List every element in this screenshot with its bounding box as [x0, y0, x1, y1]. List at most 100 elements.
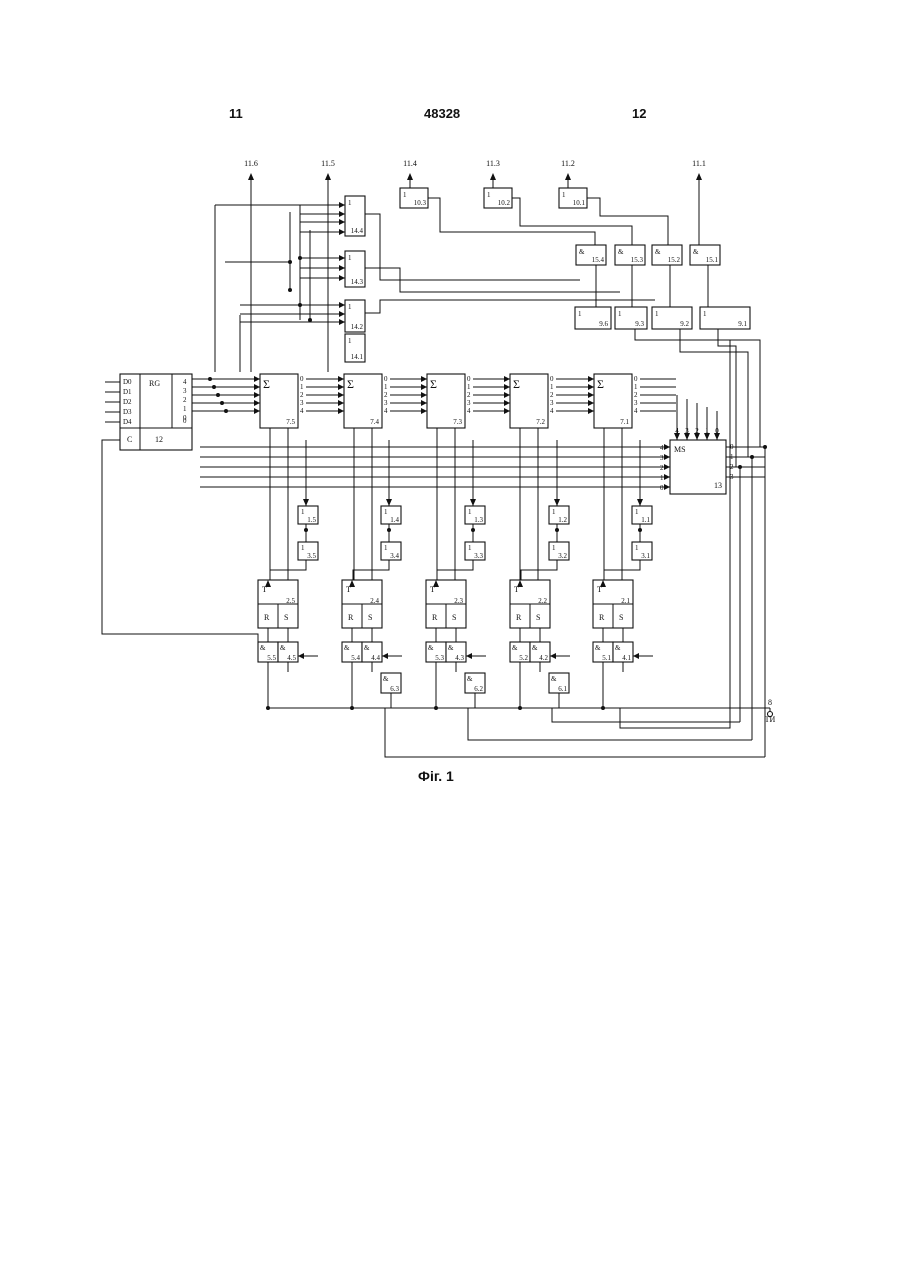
- arrow-head: [339, 211, 345, 217]
- arrow-head: [407, 173, 413, 180]
- and-symbol: &: [260, 644, 266, 652]
- and-symbol: &: [693, 248, 699, 256]
- register-clock-label: C: [127, 435, 132, 444]
- adder-pin-4: 4: [634, 407, 638, 415]
- adder-pin-2: 2: [384, 391, 388, 399]
- arrow-head: [338, 408, 344, 414]
- adder-symbol: Σ: [263, 377, 270, 391]
- arrow-head: [504, 392, 510, 398]
- arrow-head: [421, 392, 427, 398]
- and-symbol: &: [467, 675, 473, 683]
- or-symbol: 1: [348, 337, 352, 345]
- junction-dot: [298, 303, 302, 307]
- adder-pin-4: 4: [300, 407, 304, 415]
- block-label-3.1: 3.1: [641, 552, 650, 560]
- junction-dot: [212, 385, 216, 389]
- arrow-head: [421, 384, 427, 390]
- junction-dot: [304, 528, 308, 532]
- arrow-head: [254, 408, 260, 414]
- adder-pin-1: 1: [300, 383, 304, 391]
- ms-in-pin-0: 0: [660, 484, 664, 492]
- block-label-6.3: 6.3: [390, 685, 399, 693]
- ms-in-pin-4: 4: [660, 444, 664, 452]
- arrow-head: [588, 408, 594, 414]
- block-label-7.5: 7.5: [286, 418, 295, 426]
- or-symbol: 1: [618, 310, 622, 318]
- adder-pin-0: 0: [300, 375, 304, 383]
- adder-pin-3: 3: [550, 399, 554, 407]
- arrow-head: [248, 173, 254, 180]
- block-symbol: 1: [468, 508, 472, 516]
- block-symbol: 1: [552, 544, 556, 552]
- block-label-14.3: 14.3: [351, 278, 364, 286]
- and-symbol: &: [655, 248, 661, 256]
- arrow-head: [684, 433, 690, 440]
- block-label-9.2: 9.2: [680, 320, 689, 328]
- junction-dot: [208, 377, 212, 381]
- block-label-1.3: 1.3: [474, 516, 483, 524]
- block-symbol: 1: [384, 544, 388, 552]
- block-label-7.4: 7.4: [370, 418, 379, 426]
- register-input-label-D2: D2: [123, 398, 132, 406]
- junction-dot: [224, 409, 228, 413]
- or-symbol: 1: [348, 199, 352, 207]
- arrow-head: [339, 302, 345, 308]
- arrow-head: [470, 499, 476, 506]
- output-label-11.6: 11.6: [244, 159, 258, 168]
- arrow-head: [339, 319, 345, 325]
- arrow-head: [254, 400, 260, 406]
- junction-dot: [763, 445, 767, 449]
- and-symbol: &: [595, 644, 601, 652]
- register-clock-wire: [102, 440, 258, 656]
- junction-dot: [638, 528, 642, 532]
- trigger-s: S: [368, 613, 372, 622]
- block-label-2.1: 2.1: [621, 597, 630, 605]
- register-output-label-4: 4: [183, 378, 187, 386]
- bottom-bus: [385, 708, 765, 757]
- adder-pin-4: 4: [467, 407, 471, 415]
- or-symbol: 1: [487, 191, 491, 199]
- arrow-head: [588, 384, 594, 390]
- arrow-head: [664, 454, 670, 460]
- arrow-head: [339, 202, 345, 208]
- block-symbol: 1: [384, 508, 388, 516]
- block-label-1.4: 1.4: [390, 516, 399, 524]
- and-symbol: &: [448, 644, 454, 652]
- output-label-11.1: 11.1: [692, 159, 706, 168]
- block-symbol: 1: [635, 508, 639, 516]
- or-symbol: 1: [348, 303, 352, 311]
- block-label-15.1: 15.1: [706, 256, 719, 264]
- block-label-6.2: 6.2: [474, 685, 483, 693]
- block-symbol: 1: [635, 544, 639, 552]
- block-label-5.2: 5.2: [519, 654, 528, 662]
- block-label-15.3: 15.3: [631, 256, 644, 264]
- adder-pin-1: 1: [384, 383, 388, 391]
- output-label-11.2: 11.2: [561, 159, 575, 168]
- arrow-head: [339, 265, 345, 271]
- register-output-label-2: 2: [183, 396, 187, 404]
- wire-9-return: [680, 329, 748, 457]
- block-label-7.3: 7.3: [453, 418, 462, 426]
- and-symbol: &: [618, 248, 624, 256]
- adder-pin-1: 1: [550, 383, 554, 391]
- block-label-9.3: 9.3: [635, 320, 644, 328]
- arrow-head: [637, 499, 643, 506]
- arrow-head: [338, 400, 344, 406]
- trigger-s: S: [619, 613, 623, 622]
- arrow-head: [339, 275, 345, 281]
- and-symbol: &: [344, 644, 350, 652]
- junction-dot: [308, 318, 312, 322]
- block-label-1.5: 1.5: [307, 516, 316, 524]
- block-label-1.1: 1.1: [641, 516, 650, 524]
- junction-dot: [298, 256, 302, 260]
- bottom-bus: [468, 708, 752, 740]
- arrow-head: [421, 400, 427, 406]
- block-label-2.3: 2.3: [454, 597, 463, 605]
- block-label-6.1: 6.1: [558, 685, 567, 693]
- arrow-head: [588, 400, 594, 406]
- arrow-head: [565, 173, 571, 180]
- adder-pin-3: 3: [467, 399, 471, 407]
- ms-in-pin-1: 1: [660, 474, 664, 482]
- adder-pin-4: 4: [384, 407, 388, 415]
